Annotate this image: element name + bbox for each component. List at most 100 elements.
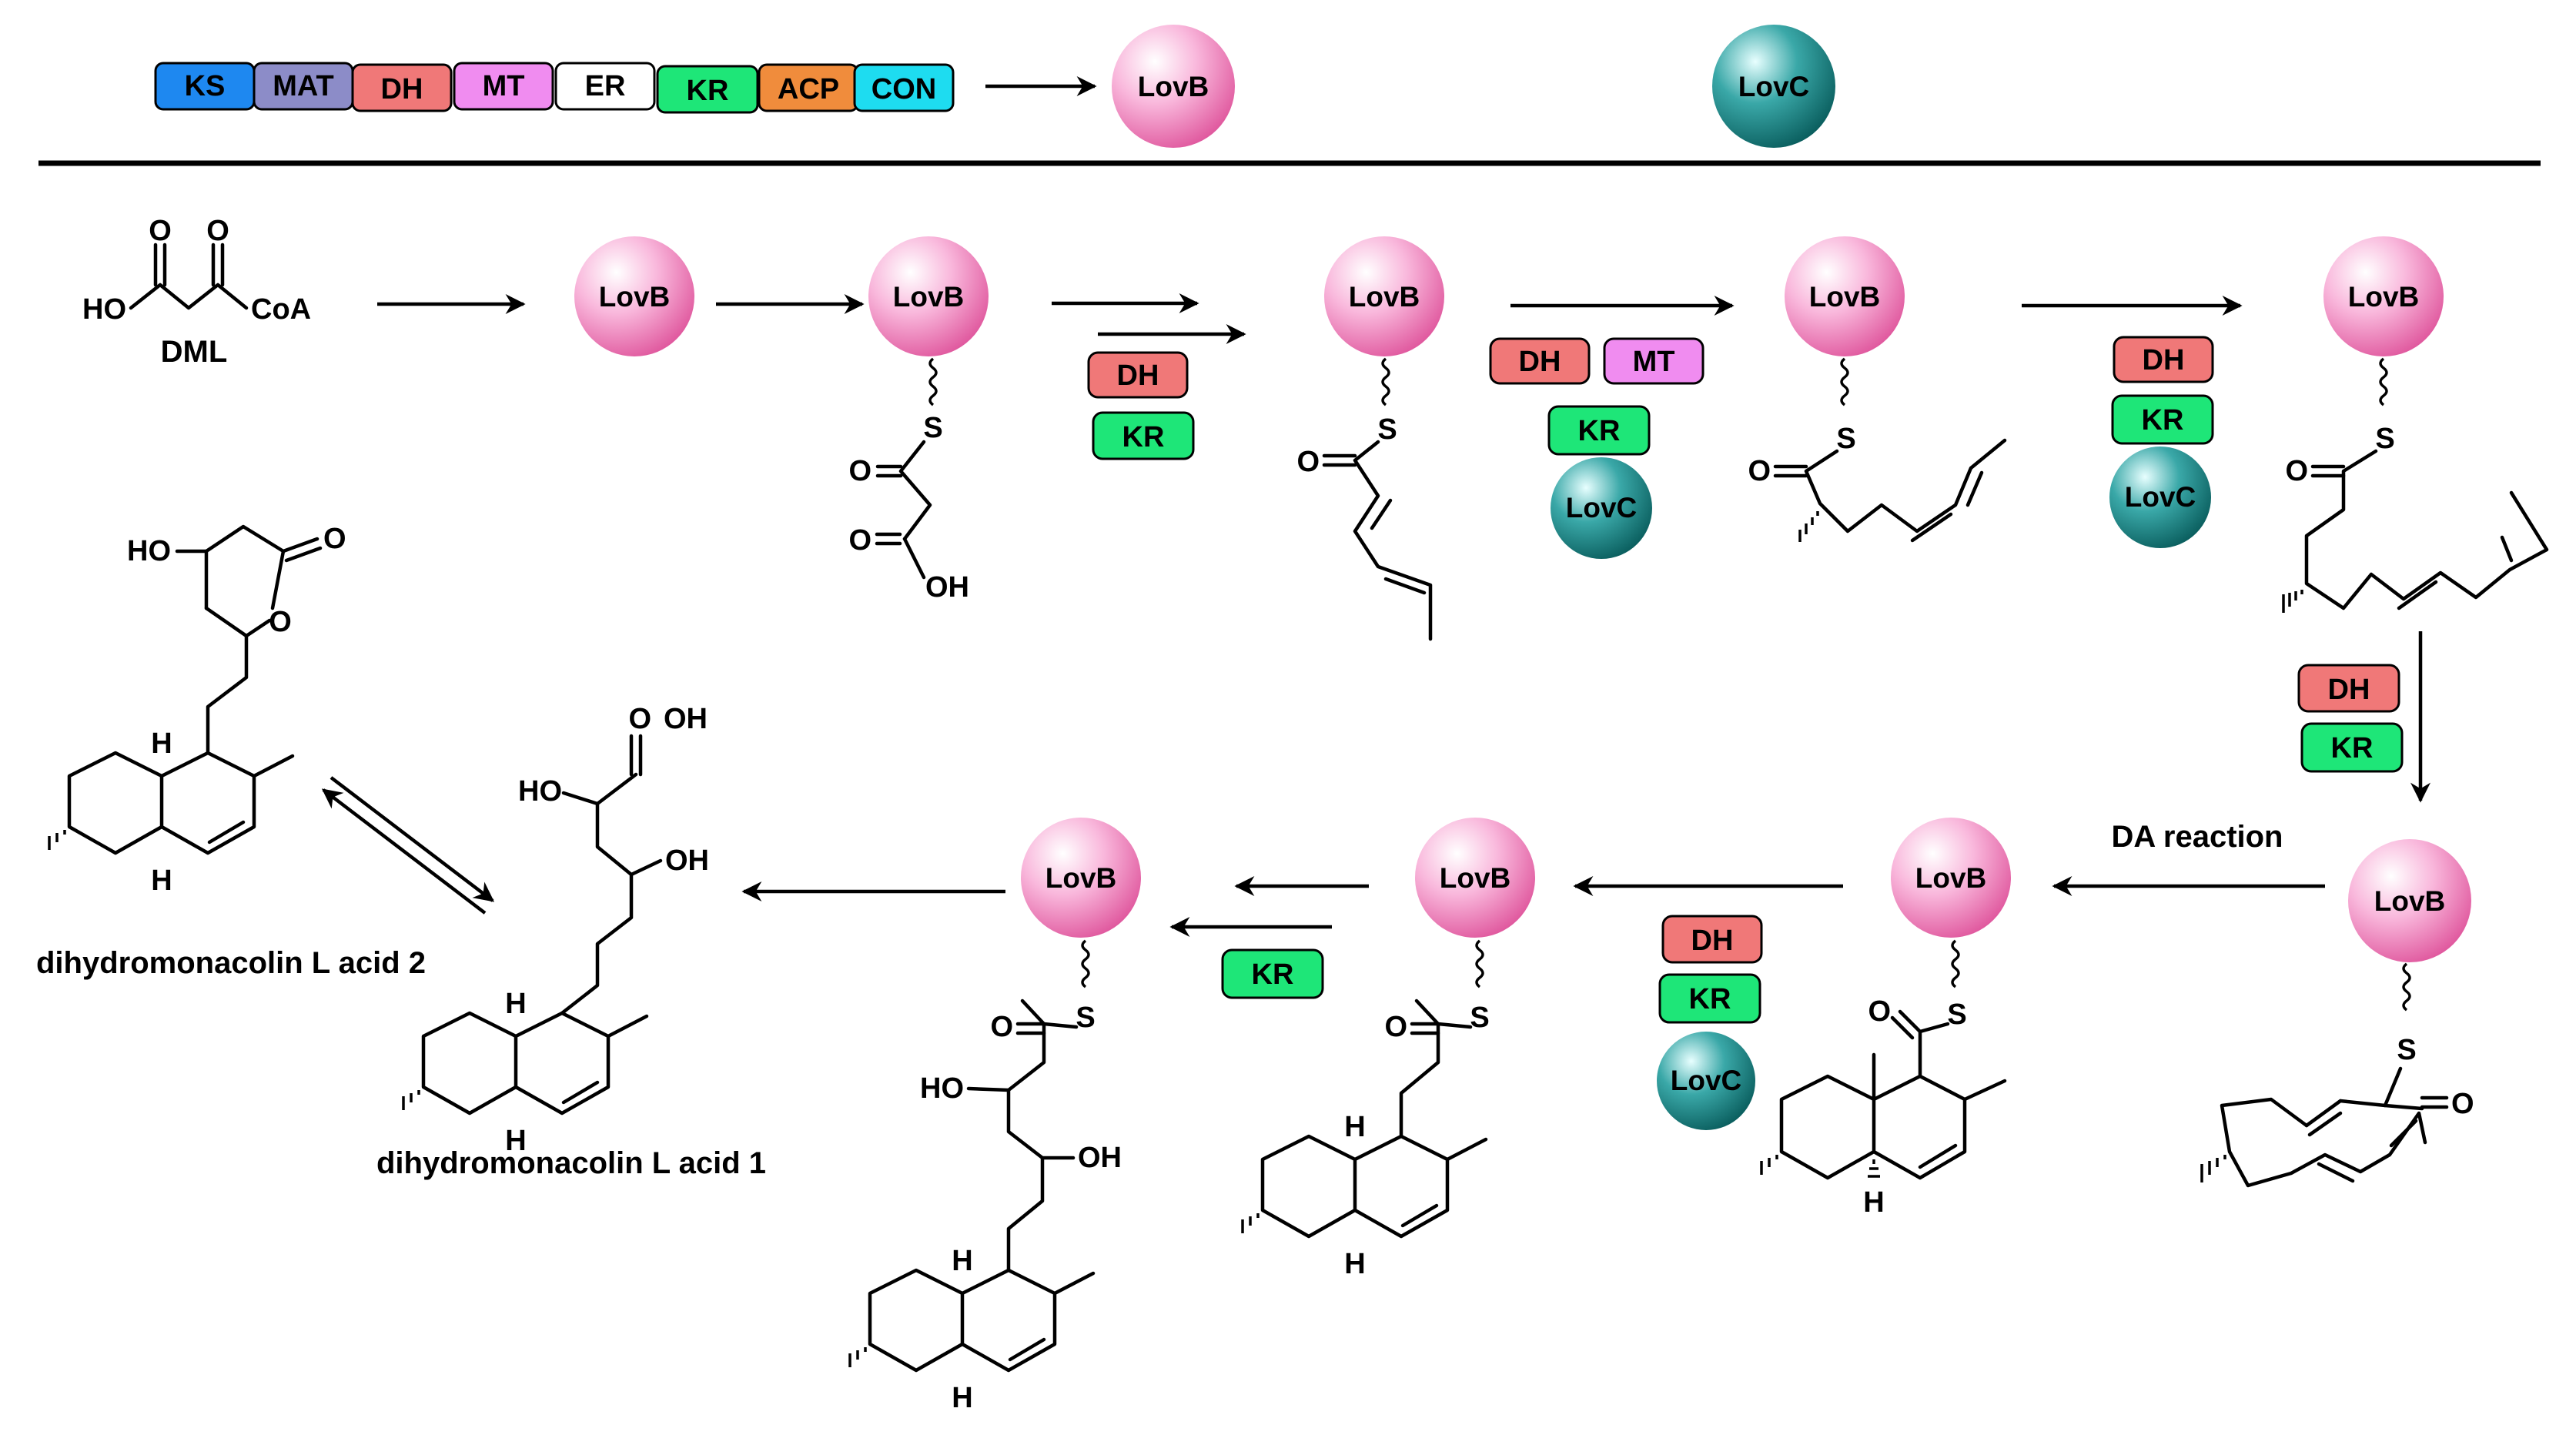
lovb-ball-3: [1324, 236, 1444, 356]
malonyl-o2: O: [848, 524, 871, 557]
lovb-ball-4: [1785, 236, 1905, 356]
acid2-h-top: H: [151, 728, 172, 760]
lovc-ball-step3: LovC: [1551, 457, 1652, 559]
badge-kr-step2: KR: [1092, 411, 1195, 460]
diol-thioester-s: S: [1076, 1002, 1095, 1034]
badge-kr-step7: KR: [1658, 973, 1761, 1024]
diol-thioester-oh: OH: [1078, 1142, 1122, 1174]
badge-dh-step2-label: DH: [1117, 360, 1159, 392]
malonyl-o1: O: [848, 455, 871, 487]
lovc-ball-step4: LovC: [2109, 447, 2211, 548]
lovb-ball-2: [868, 236, 989, 356]
da-reaction-label: DA reaction: [2111, 820, 2283, 854]
badge-kr-step2-label: KR: [1122, 421, 1165, 453]
domain-ks: KS: [154, 62, 256, 111]
acid-1-structure: O OH HO OH H H dihydromonacolin L acid 1: [376, 703, 766, 1180]
reduced-decalin-o: O: [1384, 1011, 1407, 1043]
lovc-ball-step7-label: LovC: [1671, 1065, 1742, 1096]
badge-kr-step5-label: KR: [2331, 732, 2374, 764]
domain-mt-label: MT: [483, 70, 525, 102]
dml-label: DML: [161, 335, 228, 369]
acid2-label: dihydromonacolin L acid 2: [36, 946, 426, 980]
badge-dh-step5: DH: [2297, 664, 2400, 713]
lovb-ball-3-label: LovB: [1349, 281, 1420, 313]
badge-dh-step7: DH: [1661, 915, 1763, 964]
triene-s: S: [2397, 1034, 2416, 1066]
decalin-thioester: LovB S O H: [1760, 818, 2011, 1219]
diol-thioester-h-bottom: H: [952, 1382, 972, 1414]
diol-thioester: LovB S O HO OH H H: [848, 818, 1141, 1414]
lovb-ball-8-label: LovB: [1440, 862, 1511, 894]
badge-dh-step4-label: DH: [2143, 344, 2185, 376]
lovc-ball-step7: LovC: [1657, 1032, 1755, 1130]
acid1-h-bottom: H: [505, 1125, 526, 1157]
badge-dh-step3: DH: [1489, 337, 1591, 385]
acid2-o-ring: O: [269, 606, 292, 638]
lovb-ball-8: [1415, 818, 1535, 938]
decalin-thioester-o: O: [1868, 995, 1891, 1028]
domain-mt: MT: [453, 62, 554, 111]
reduced-decalin-s: S: [1470, 1002, 1489, 1034]
lovb-ball-7-label: LovB: [1915, 862, 1987, 894]
lovb-ball-9-label: LovB: [1045, 862, 1117, 894]
diol-thioester-ho: HO: [920, 1072, 964, 1105]
hash-wedge-9: [48, 830, 66, 850]
acid1-h-top: H: [505, 988, 526, 1020]
hash-wedge-6: [1241, 1213, 1260, 1233]
domain-bar: KS MAT DH MT ER KR ACP CON: [154, 62, 955, 114]
lovb-ball-7: [1891, 818, 2011, 938]
domain-er: ER: [554, 62, 656, 111]
dienoyl-o: O: [1296, 446, 1320, 478]
methyl-tetraketide-o: O: [1748, 455, 1771, 487]
badge-kr-step3-label: KR: [1578, 415, 1621, 447]
acid2-ho: HO: [127, 535, 171, 567]
badge-kr-step5: KR: [2300, 722, 2404, 773]
hash-wedge-4: [1868, 1159, 1880, 1178]
lovb-ball-1: LovB: [574, 236, 694, 356]
header-lovc-label: LovC: [1738, 71, 1810, 102]
malonyl-s: S: [923, 412, 942, 444]
malonyl-oh: OH: [925, 571, 969, 604]
lovb-ball-2-label: LovB: [893, 281, 965, 313]
badge-kr-step8: KR: [1221, 948, 1324, 999]
header-lovc-ball: LovC: [1712, 25, 1835, 148]
triene-precursor: LovB S O: [2200, 839, 2474, 1188]
domain-kr-label: KR: [687, 75, 729, 107]
badge-mt-step3: MT: [1603, 337, 1705, 385]
diol-thioester-h-top: H: [952, 1245, 972, 1277]
lovb-ball-1-label: LovB: [599, 281, 671, 313]
dml-o1: O: [149, 215, 172, 247]
badge-mt-step3-label: MT: [1633, 346, 1675, 378]
reduced-decalin: LovB S O H H: [1241, 818, 1535, 1280]
reduced-o: O: [2285, 455, 2308, 487]
badge-kr-step3: KR: [1547, 405, 1651, 456]
dienoyl-s: S: [1377, 413, 1397, 446]
decalin-thioester-s: S: [1947, 998, 1966, 1031]
acid-2-structure: HO O O H H dihydromonacolin L acid 2: [36, 523, 426, 980]
hash-wedge-3: [2200, 1155, 2226, 1182]
diol-thioester-o: O: [990, 1011, 1013, 1043]
badge-dh-step3-label: DH: [1519, 346, 1561, 378]
reduced-decalin-h-top: H: [1344, 1111, 1365, 1143]
methyl-tetraketide-s: S: [1836, 423, 1855, 455]
domain-acp-label: ACP: [778, 73, 839, 105]
lovc-ball-step3-label: LovC: [1566, 492, 1638, 523]
reduced-decalin-h-bottom: H: [1344, 1248, 1365, 1280]
header-lovb-ball: LovB: [1112, 25, 1235, 148]
lovb-ball-5-label: LovB: [2348, 281, 2420, 313]
hash-wedge-8: [402, 1090, 420, 1110]
lovb-ball-9: [1021, 818, 1141, 938]
methyl-tetraketide: LovB S O: [1748, 236, 2007, 543]
domain-mat: MAT: [253, 62, 354, 111]
lovb-ball-6: [2348, 839, 2471, 962]
badge-kr-step7-label: KR: [1689, 983, 1731, 1015]
badge-kr-step4-label: KR: [2142, 404, 2184, 437]
dml-molecule: O O HO CoA DML: [82, 215, 311, 369]
badge-kr-step8-label: KR: [1252, 958, 1294, 991]
badge-dh-step4: DH: [2113, 336, 2214, 383]
domain-dh: DH: [351, 63, 453, 112]
lovc-ball-step4-label: LovC: [2125, 481, 2196, 513]
acid1-oh-top: OH: [664, 703, 708, 735]
header-lovb-label: LovB: [1138, 71, 1209, 102]
